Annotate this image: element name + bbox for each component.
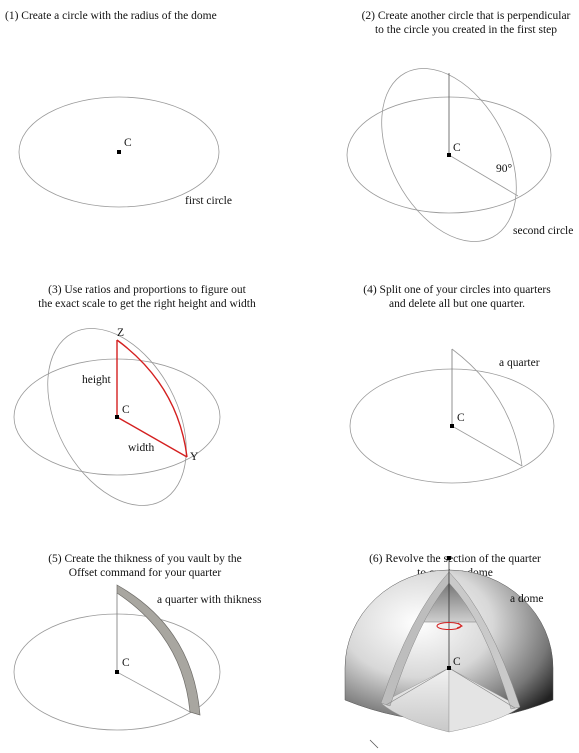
horizontal-radius: [451, 425, 523, 467]
step-2-diagram: [346, 68, 552, 242]
center-label: C: [453, 656, 461, 668]
step-5-diagram: [13, 584, 221, 731]
step-5-caption: (5) Create the thikness of you vault by …: [30, 552, 260, 580]
step-1-diagram: [18, 96, 220, 208]
thick-quarter: [116, 584, 201, 716]
horizontal-radius: [116, 671, 191, 713]
step-5-caption-line-1: (5) Create the thikness of you vault by …: [48, 553, 242, 565]
floor-radius-right: [448, 667, 516, 709]
center-point: [450, 424, 454, 428]
horizontal-radius: [448, 154, 519, 197]
step-4-caption: (4) Split one of your circles into quart…: [352, 283, 562, 311]
step-3-caption-line-2: the exact scale to get the right height …: [38, 298, 256, 310]
dome-cut-face-left: [380, 571, 450, 707]
center-label: C: [122, 404, 130, 416]
step-2-caption-line-1: (2) Create another circle that is perpen…: [361, 10, 571, 22]
step-3-caption: (3) Use ratios and proportions to figure…: [12, 283, 282, 311]
dome-label: a dome: [510, 593, 544, 605]
center-point: [447, 153, 451, 157]
dome-cut-floor: [380, 667, 450, 733]
first-circle: [18, 96, 220, 208]
step-5-caption-line-2: Offset command for your quarter: [68, 567, 222, 579]
center-label: C: [457, 412, 465, 424]
center-point: [115, 415, 119, 419]
step-1-caption: (1) Create a circle with the radius of t…: [5, 9, 217, 23]
step-4-diagram: [349, 348, 555, 484]
floor-radius-left: [385, 667, 450, 706]
center-label: C: [453, 142, 461, 154]
step-4-caption-line-2: and delete all but one quarter.: [388, 298, 526, 310]
first-circle-label: first circle: [185, 195, 232, 207]
step-4-caption-line-1: (4) Split one of your circles into quart…: [363, 284, 551, 296]
step-6-caption-line-1: (6) Revolve the section of the quarter: [369, 553, 541, 565]
pointer-line: [369, 739, 379, 749]
width-label: width: [128, 442, 155, 454]
step-3-diagram: [13, 328, 221, 506]
step-6-diagram: [344, 556, 554, 749]
second-circle: [47, 328, 187, 506]
dome-cut-floor-right: [448, 667, 521, 733]
dome-cut-face-right: [448, 571, 521, 710]
second-circle-label: second circle: [513, 225, 574, 237]
center-point: [447, 666, 451, 670]
point-z-label: Z: [117, 327, 125, 339]
center-label: C: [122, 657, 130, 669]
height-label: height: [82, 374, 111, 386]
point-y-label: Y: [190, 451, 199, 463]
center-label: C: [124, 137, 132, 149]
step-2-caption-line-2: to the circle you created in the first s…: [374, 24, 557, 36]
thick-quarter-label: a quarter with thikness: [157, 594, 262, 606]
center-point: [115, 670, 119, 674]
axis-top-point: [447, 556, 451, 560]
center-point: [117, 150, 121, 154]
second-circle: [381, 68, 517, 242]
quarter-arc: [116, 339, 188, 458]
revolve-arrow-head: [456, 622, 464, 629]
step-3-caption-line-1: (3) Use ratios and proportions to figure…: [48, 284, 246, 296]
quarter-arc: [451, 348, 523, 467]
quarter-label: a quarter: [499, 357, 540, 369]
step-2-caption: (2) Create another circle that is perpen…: [355, 9, 577, 37]
step-1-caption-line-1: (1) Create a circle with the radius of t…: [5, 10, 217, 22]
angle-label: 90°: [496, 163, 513, 175]
width-line: [116, 416, 188, 458]
